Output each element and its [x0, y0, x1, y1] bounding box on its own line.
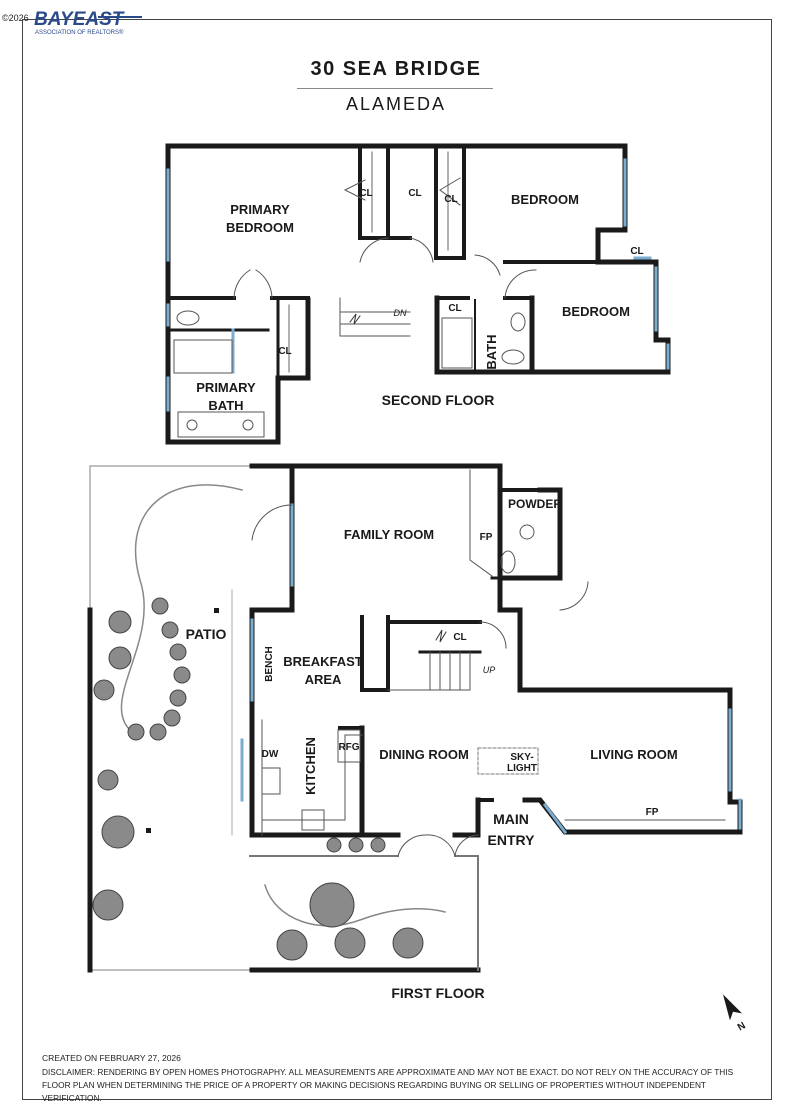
closet-label-3: CL	[444, 194, 457, 205]
refrigerator-label: RFG	[338, 742, 359, 753]
room-label-bedroom-2: BEDROOM	[562, 304, 630, 319]
room-label-primary-bath-2: BATH	[208, 398, 243, 413]
brand-logo: BAYEAST ASSOCIATION OF REALTORS®	[34, 9, 142, 36]
closet-label-1: CL	[359, 188, 372, 199]
closet-label-7: CL	[453, 632, 466, 643]
room-label-powder: POWDER	[508, 497, 562, 511]
brand-tagline: ASSOCIATION OF REALTORS®	[35, 29, 124, 36]
disclaimer-text: DISCLAIMER: RENDERING BY OPEN HOMES PHOT…	[42, 1067, 734, 1103]
room-label-kitchen: KITCHEN	[303, 737, 318, 795]
closet-label-6: CL	[278, 346, 291, 357]
stairs-down-label: DN	[394, 308, 407, 318]
room-label-family-room: FAMILY ROOM	[344, 527, 434, 542]
room-label-primary-bath-1: PRIMARY	[196, 380, 256, 395]
room-label-bath: BATH	[484, 334, 499, 369]
room-label-dining-room: DINING ROOM	[379, 747, 469, 762]
room-label-bedroom-1: BEDROOM	[511, 192, 579, 207]
page-title: 30 SEA BRIDGE	[310, 58, 482, 80]
created-date: CREATED ON FEBRUARY 27, 2026	[42, 1053, 181, 1063]
title-divider	[297, 88, 493, 89]
page-subtitle: ALAMEDA	[345, 94, 447, 114]
closet-label-2: CL	[408, 188, 421, 199]
stairs-up-label: UP	[483, 665, 496, 675]
fireplace-label-2: FP	[646, 807, 659, 818]
room-label-breakfast-1: BREAKFAST	[283, 654, 363, 669]
room-label-primary-bedroom-2: BEDROOM	[226, 220, 294, 235]
copyright-text: ©2026	[2, 13, 29, 23]
room-label-main-entry-1: MAIN	[493, 811, 529, 827]
first-floor-plan	[87, 463, 743, 973]
skylight-label-1: SKY-	[510, 752, 533, 763]
room-label-main-entry-2: ENTRY	[488, 832, 536, 848]
dishwasher-label: DW	[262, 749, 279, 760]
area-label-patio: PATIO	[186, 626, 227, 642]
room-label-breakfast-2: AREA	[305, 672, 342, 687]
compass-north-label: N	[736, 1020, 748, 1033]
room-label-living-room: LIVING ROOM	[590, 747, 677, 762]
closet-label-5: CL	[448, 303, 461, 314]
second-floor-heading: SECOND FLOOR	[382, 392, 495, 408]
skylight-label-2: LIGHT	[507, 763, 537, 774]
page-frame	[22, 19, 772, 1100]
bench-label: BENCH	[264, 646, 275, 682]
closet-label-4: CL	[630, 246, 643, 257]
brand-name: BAYEAST	[34, 9, 125, 30]
compass-icon: N	[723, 994, 748, 1033]
room-label-primary-bedroom-1: PRIMARY	[230, 202, 290, 217]
fireplace-label-1: FP	[480, 532, 493, 543]
first-floor-heading: FIRST FLOOR	[391, 985, 484, 1001]
second-floor-plan	[165, 143, 671, 445]
